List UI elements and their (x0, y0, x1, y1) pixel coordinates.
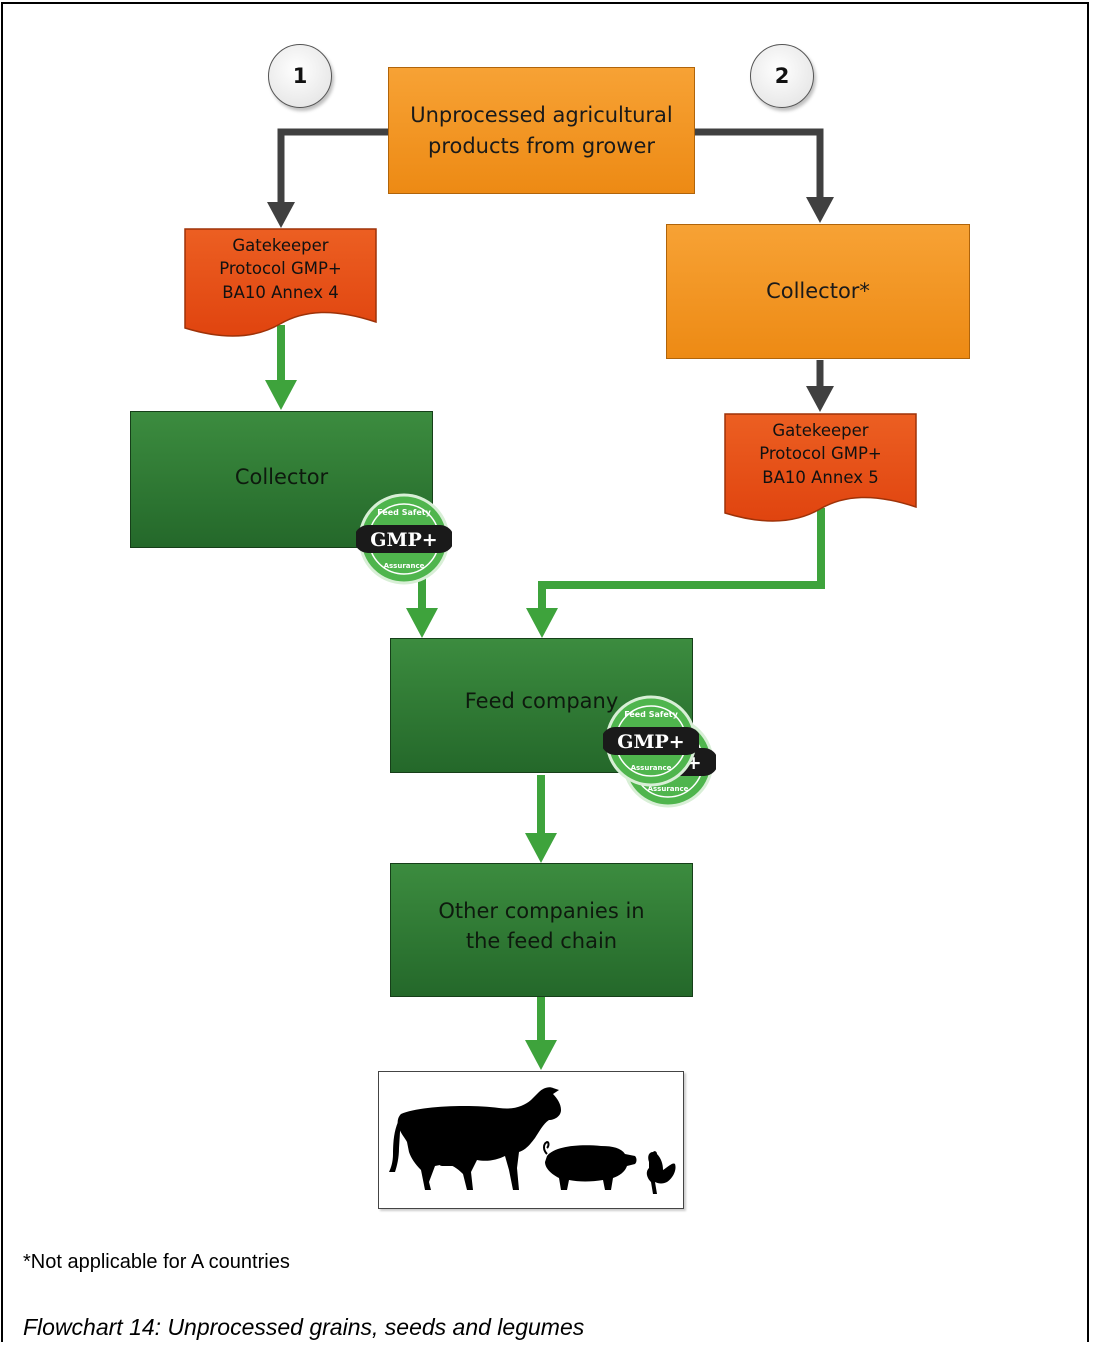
figure-caption: Flowchart 14: Unprocessed grains, seeds … (23, 1314, 585, 1340)
livestock-silhouettes (389, 1087, 676, 1194)
badge-main-text: GMP+ (617, 731, 684, 753)
other-companies-line-2: the feed chain (465, 929, 618, 953)
badge-top-text: Feed Safety (624, 710, 678, 719)
gmp-badge-other-companies: Feed Safety GMP+ Assurance (603, 695, 699, 787)
arrow-gatekeeper4-to-collector (265, 325, 297, 410)
grower-node: Unprocessed agricultural products from g… (388, 67, 695, 194)
other-companies-node: Other companies in the feed chain (390, 863, 693, 997)
grower-line-1: Unprocessed agricultural (410, 103, 673, 128)
gatekeeper5-line-2: Protocol GMP+ (759, 444, 882, 464)
arrow-collector-star-to-gatekeeper5 (806, 360, 834, 412)
pig-icon (543, 1140, 637, 1190)
collector-label: Collector (234, 465, 329, 490)
route-2-marker: 2 (750, 44, 814, 108)
rooster-icon (646, 1151, 676, 1194)
grower-line-2: products from grower (427, 133, 655, 158)
arrow-collector-to-feed-company (406, 575, 438, 638)
gatekeeper5-line-1: Gatekeeper (772, 421, 869, 440)
gatekeeper-annex4-document: Gatekeeper Protocol GMP+ BA10 Annex 4 (184, 228, 377, 340)
gatekeeper5-line-3: BA10 Annex 5 (762, 467, 879, 487)
gmp-badge-collector: Feed Safety GMP+ Assurance (356, 493, 452, 585)
arrow-grower-to-gatekeeper4 (267, 128, 390, 228)
livestock-illustration (378, 1071, 684, 1209)
other-companies-line-1: Other companies in (438, 898, 645, 923)
gatekeeper4-line-1: Gatekeeper (232, 236, 329, 255)
cow-icon (389, 1087, 561, 1190)
badge-bottom-text: Assurance (648, 785, 689, 793)
badge-top-text: Feed Safety (377, 508, 431, 517)
feed-company-label: Feed company (464, 689, 619, 714)
badge-main-text: GMP+ (370, 529, 437, 551)
badge-bottom-text: Assurance (631, 764, 672, 772)
badge-bottom-text: Assurance (384, 562, 425, 570)
gatekeeper4-line-3: BA10 Annex 4 (222, 282, 339, 302)
footnote: *Not applicable for A countries (23, 1251, 290, 1273)
arrow-gatekeeper5-to-feed-company (526, 508, 825, 638)
gatekeeper-annex5-document: Gatekeeper Protocol GMP+ BA10 Annex 5 (724, 413, 917, 525)
arrow-feed-company-to-other (525, 775, 557, 863)
gatekeeper4-line-2: Protocol GMP+ (219, 259, 342, 279)
route-1-number: 1 (292, 64, 308, 88)
route-1-marker: 1 (268, 44, 332, 108)
collector-star-label: Collector* (766, 279, 870, 304)
route-2-number: 2 (774, 64, 790, 88)
collector-star-node: Collector* (666, 224, 970, 359)
arrow-grower-to-collector-star (694, 128, 834, 223)
